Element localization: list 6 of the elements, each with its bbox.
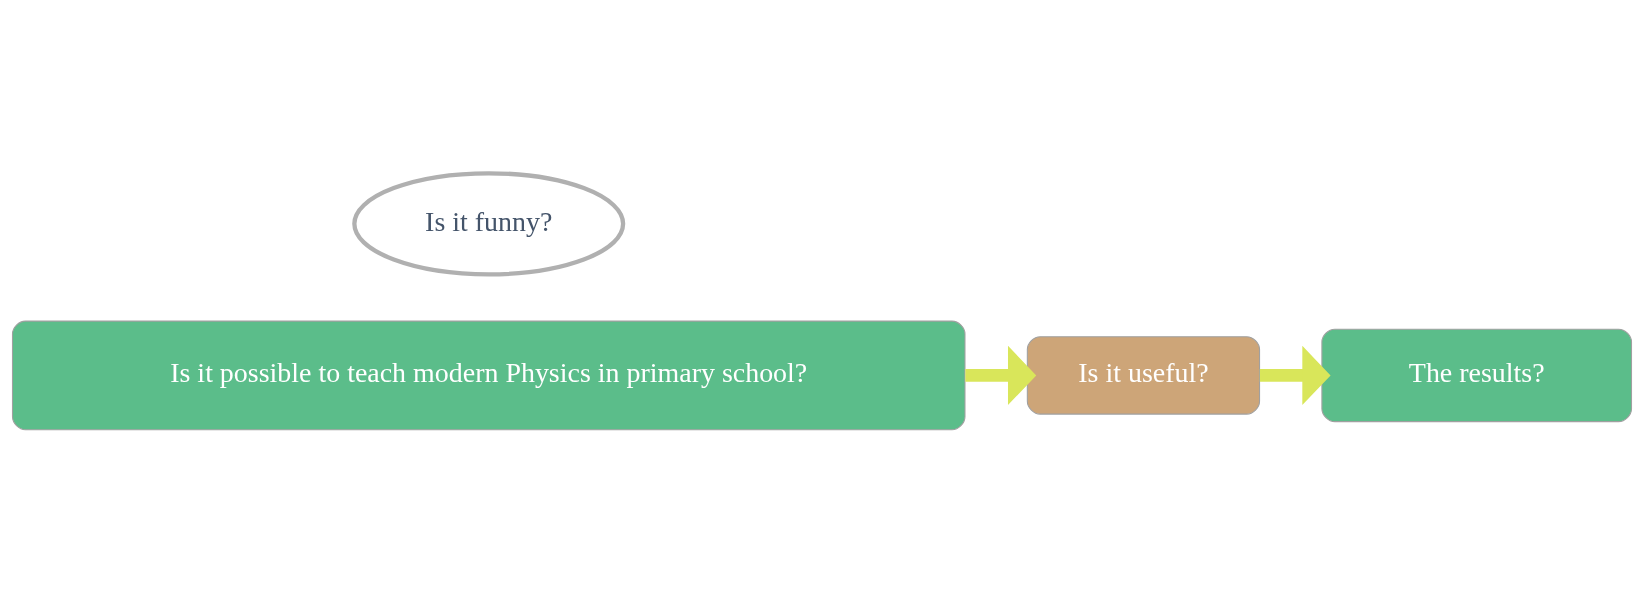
node-box: The results? <box>1321 328 1633 422</box>
arrow <box>965 345 1037 405</box>
node-box: Is it useful? <box>1026 335 1261 415</box>
node-box: Is it possible to teach modern Physics in primary school? <box>11 320 966 430</box>
node-ellipse: Is it funny? <box>352 170 626 276</box>
arrow <box>1259 345 1331 405</box>
